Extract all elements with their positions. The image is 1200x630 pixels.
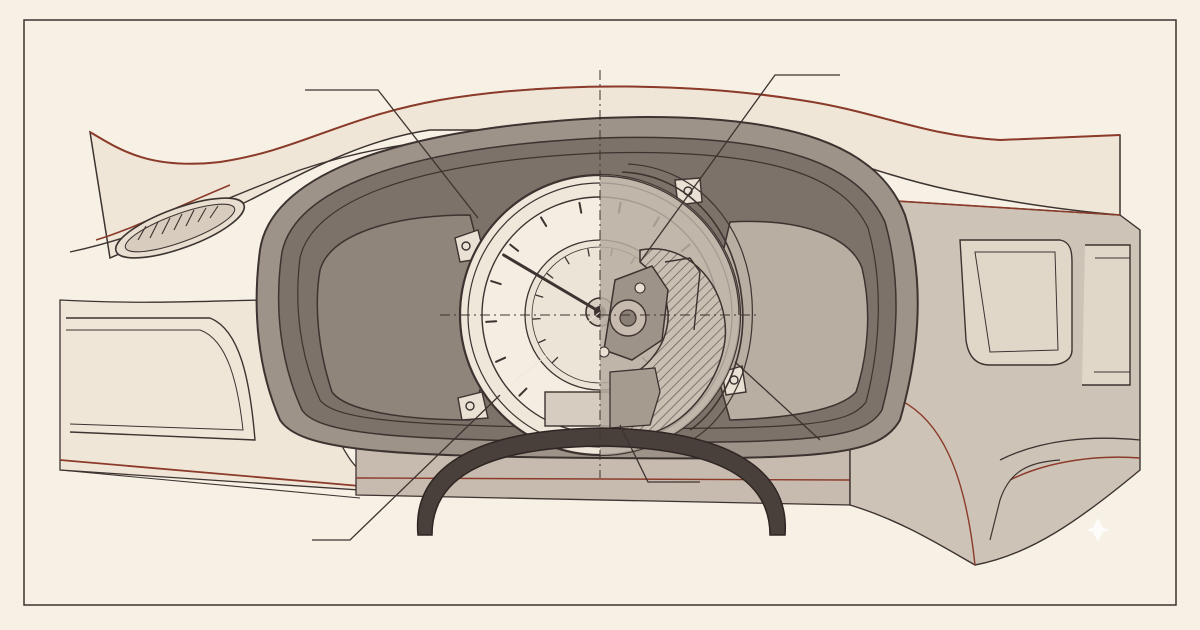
inner-gauge-tick <box>587 248 590 257</box>
gauge-tick <box>495 356 507 363</box>
inner-gauge-tick <box>535 294 544 298</box>
centerlines <box>440 70 760 478</box>
gauge-tick <box>509 243 520 252</box>
steering-wheel-rim <box>416 427 786 536</box>
callout-leader-cutaway <box>639 74 840 263</box>
gauge-tick <box>490 280 502 286</box>
gauge-tick <box>518 387 528 397</box>
air-vent-left <box>114 197 246 259</box>
sparkle-icon <box>1086 518 1110 542</box>
gauge-tick <box>485 320 498 323</box>
gauge-tick <box>540 216 548 227</box>
inner-gauge-tick <box>564 257 570 265</box>
inner-gauge-tick <box>538 338 546 344</box>
callout-leader-bezel <box>734 361 821 441</box>
callout-leader-hood <box>305 89 479 219</box>
callout-leader-display <box>619 424 700 483</box>
gauge-tick <box>578 201 583 214</box>
inner-gauge-tick <box>551 356 559 364</box>
frame-border <box>23 19 1177 606</box>
gauge-needle <box>502 253 602 314</box>
callout-leaders <box>305 74 840 541</box>
inner-gauge-tick <box>546 273 554 279</box>
callout-leader-wheel <box>312 394 501 541</box>
